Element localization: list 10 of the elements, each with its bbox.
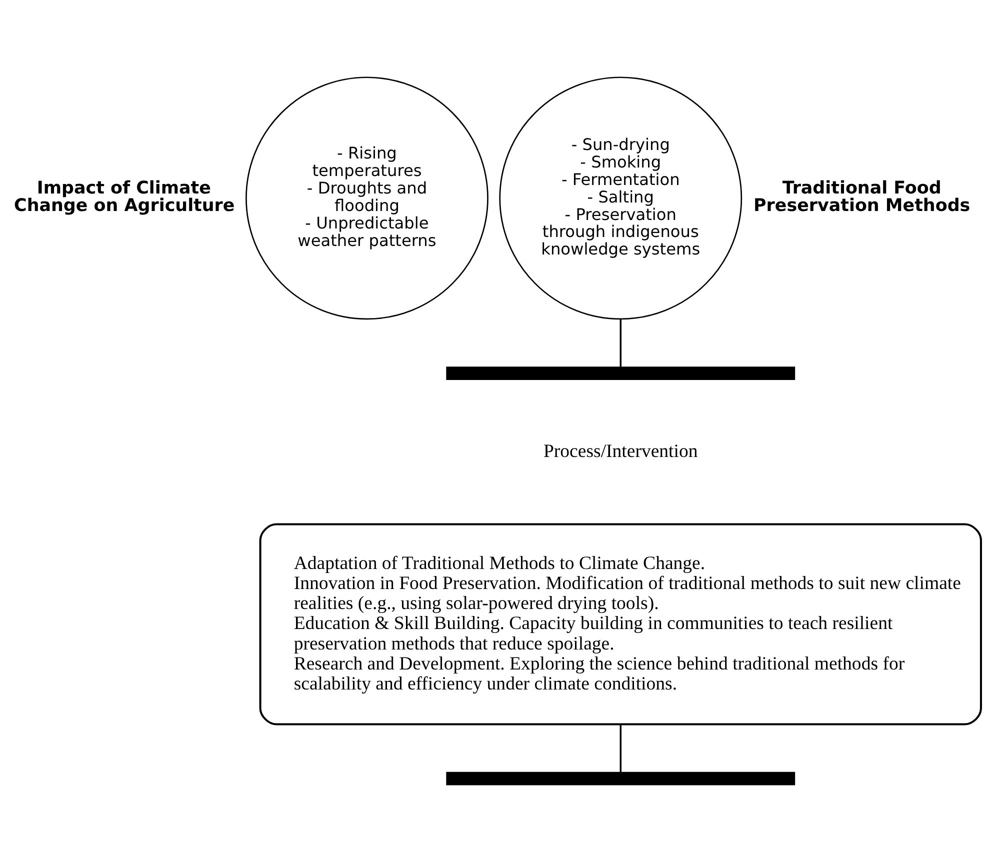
node-circle: - Sun-drying - Smoking - Fermentation - Salting - Preservation through indigenous knowledge systems xyxy=(499,76,742,320)
node-bar xyxy=(446,772,796,786)
connector xyxy=(620,724,622,772)
node-label: Traditional Food Preservation Methods xyxy=(753,178,970,216)
node-circle: - Rising temperatures - Droughts and flooding - Unpredictable weather patterns xyxy=(246,76,488,320)
node-box: Adaptation of Traditional Methods to Climate Change. Innovation in Food Preservation. Modification of traditional methods to suit new climate realities (e.g., using solar-powered drying tools). Education & Skill Building. Capacity building in communities to teach resilient preservation methods that reduce spoilage. Research and Development. Exploring the science behind traditional methods for scalability and efficiency under climate conditions. xyxy=(259,523,982,726)
connector xyxy=(620,319,622,367)
node-label: Impact of Climate Change on Agriculture xyxy=(14,178,235,216)
node-bar xyxy=(446,366,796,380)
label: Process/Intervention xyxy=(544,440,698,462)
